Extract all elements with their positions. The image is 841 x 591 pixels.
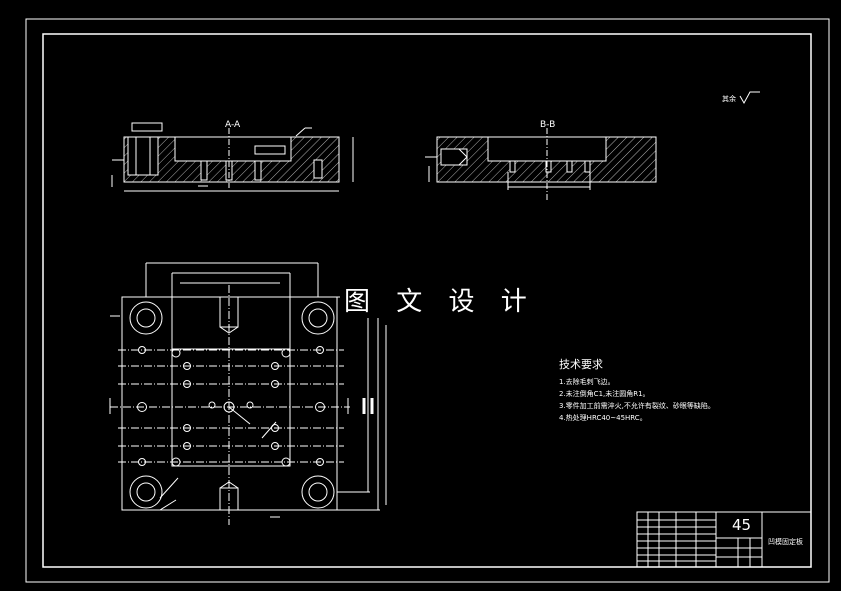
technical-requirements: 技术要求 1.去除毛刺飞边。 2.未注倒角C1,未注圆角R1。 3.零件加工前需… — [559, 356, 715, 424]
material-label: 45 — [732, 516, 752, 534]
part-name-label: 凹模固定板 — [768, 538, 803, 546]
watermark-text: 图 文 设 计 — [340, 281, 540, 318]
section-b-label: B-B — [540, 120, 556, 130]
inner-border — [42, 33, 812, 568]
tech-req-item: 3.零件加工前需淬火,不允许有裂纹、砂眼等缺陷。 — [559, 402, 715, 410]
tech-req-item: 1.去除毛刺飞边。 — [559, 378, 615, 386]
section-b-view — [425, 128, 657, 200]
title-block — [636, 511, 812, 568]
outer-border — [25, 18, 830, 583]
roughness-symbol — [739, 91, 760, 105]
section-a-label: A-A — [225, 120, 241, 130]
roughness-note: 其余 — [722, 95, 736, 103]
plan-view — [109, 262, 387, 525]
tech-req-title: 技术要求 — [559, 358, 603, 371]
tech-req-item: 2.未注倒角C1,未注圆角R1。 — [559, 390, 650, 398]
tech-req-item: 4.热处理HRC40~45HRC。 — [559, 414, 647, 422]
section-a-view — [111, 122, 354, 192]
